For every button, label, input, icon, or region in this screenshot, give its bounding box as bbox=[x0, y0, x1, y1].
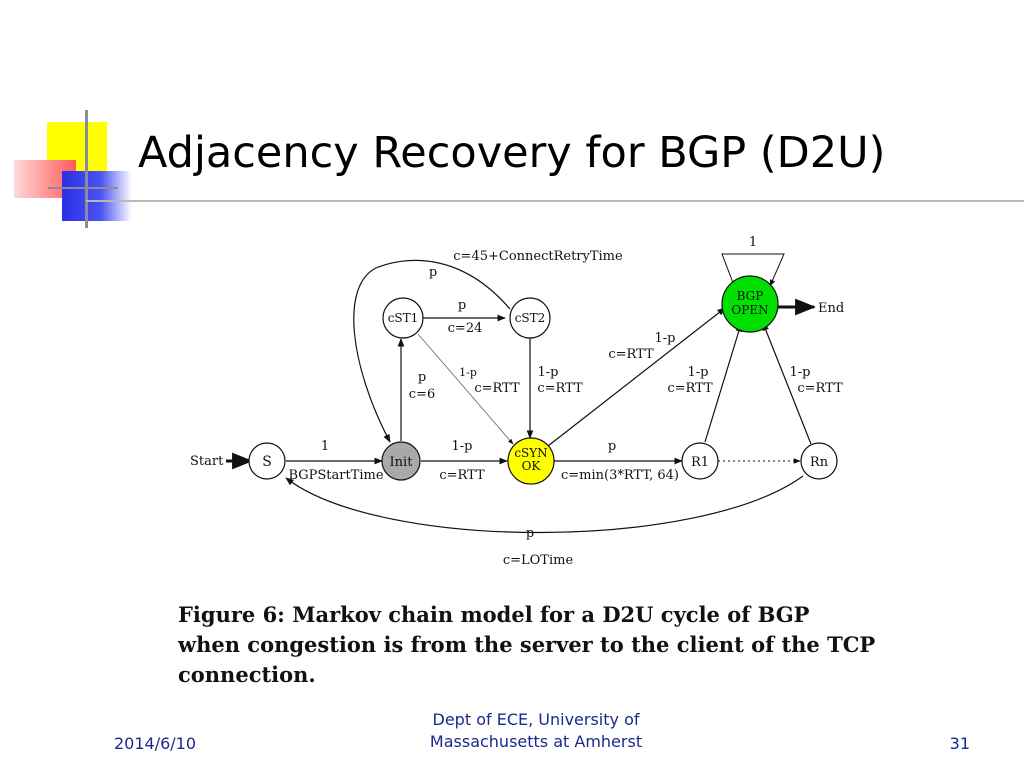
deco-blue-square bbox=[62, 171, 132, 221]
label-cst2-csyn-prob: 1-p bbox=[538, 365, 559, 380]
label-init-csyn-prob: 1-p bbox=[452, 439, 473, 454]
edge-rn-bgp bbox=[762, 322, 812, 445]
node-csyn-label-1: cSYN bbox=[514, 446, 547, 460]
node-rn-label: Rn bbox=[810, 455, 829, 470]
label-rn-bgp-cost: c=RTT bbox=[797, 381, 843, 396]
edge-csyn-bgp bbox=[547, 307, 726, 447]
label-cst1-cst2-prob: p bbox=[458, 298, 466, 313]
edge-bgp-selfloop bbox=[721, 253, 785, 289]
markov-chain-diagram: S Init cST1 cST2 cSYN OK R1 Rn BGP OPEN … bbox=[190, 235, 844, 568]
slide-title: Adjacency Recovery for BGP (D2U) bbox=[138, 128, 886, 178]
node-cst1 bbox=[382, 297, 424, 339]
label-csyn-bgp-cost: c=RTT bbox=[608, 347, 654, 362]
label-start: Start bbox=[190, 454, 224, 469]
node-bgp-label-1: BGP bbox=[737, 289, 764, 303]
node-bgp-label-2: OPEN bbox=[731, 303, 768, 317]
footer-date: 2014/6/10 bbox=[114, 734, 197, 753]
label-cst2-init-prob: p bbox=[429, 265, 437, 280]
footer-page-number: 31 bbox=[949, 734, 970, 753]
label-cst1-csyn-prob: 1-p bbox=[459, 366, 477, 379]
node-cst1-label: cST1 bbox=[388, 311, 419, 325]
title-underline bbox=[86, 200, 1024, 202]
label-rn-s-cost: c=LOTime bbox=[503, 553, 574, 568]
label-cst1-csyn-cost: c=RTT bbox=[474, 381, 520, 396]
deco-vertical-line bbox=[85, 110, 88, 228]
node-s bbox=[248, 442, 286, 480]
node-init-label: Init bbox=[390, 455, 414, 470]
footer-organization: Dept of ECE, University of Massachusetts… bbox=[404, 709, 668, 753]
label-s-init-cost: BGPStartTime bbox=[288, 468, 383, 483]
label-csyn-bgp-prob: 1-p bbox=[655, 331, 676, 346]
label-r1-bgp-prob: 1-p bbox=[688, 365, 709, 380]
footer-org-line-1: Dept of ECE, University of bbox=[432, 710, 640, 729]
label-init-cst1-cost: c=6 bbox=[409, 387, 435, 402]
label-self-loop: 1 bbox=[749, 235, 757, 250]
node-csyn-label-2: OK bbox=[522, 459, 542, 473]
node-bgp bbox=[721, 275, 779, 333]
node-s-label: S bbox=[262, 454, 272, 470]
edge-cst1-csyn bbox=[417, 333, 514, 445]
label-csyn-r1-cost: c=min(3*RTT, 64) bbox=[561, 468, 679, 483]
label-csyn-r1-prob: p bbox=[608, 439, 616, 454]
node-init bbox=[381, 441, 421, 481]
edge-cst2-init bbox=[353, 259, 511, 443]
edge-rn-s bbox=[285, 475, 804, 534]
label-init-csyn-cost: c=RTT bbox=[439, 468, 485, 483]
node-rn bbox=[800, 442, 838, 480]
figure-caption: Figure 6: Markov chain model for a D2U c… bbox=[178, 602, 876, 687]
footer-org-line-2: Massachusetts at Amherst bbox=[429, 732, 643, 751]
node-r1-label: R1 bbox=[691, 455, 709, 470]
label-cst1-cst2-cost: c=24 bbox=[448, 321, 483, 336]
label-rn-bgp-prob: 1-p bbox=[790, 365, 811, 380]
node-csyn bbox=[507, 437, 555, 485]
edge-r1-bgp bbox=[704, 323, 743, 443]
label-r1-bgp-cost: c=RTT bbox=[667, 381, 713, 396]
node-cst2-label: cST2 bbox=[515, 311, 546, 325]
label-cst2-csyn-cost: c=RTT bbox=[537, 381, 583, 396]
label-cst2-init-cost: c=45+ConnectRetryTime bbox=[453, 249, 623, 264]
label-rn-s-prob: p bbox=[526, 526, 534, 541]
label-end: End bbox=[818, 301, 844, 316]
node-cst2 bbox=[509, 297, 551, 339]
label-s-init-prob: 1 bbox=[321, 439, 329, 454]
node-r1 bbox=[681, 442, 719, 480]
deco-horizontal-line bbox=[48, 187, 118, 189]
label-init-cst1-prob: p bbox=[418, 370, 426, 385]
